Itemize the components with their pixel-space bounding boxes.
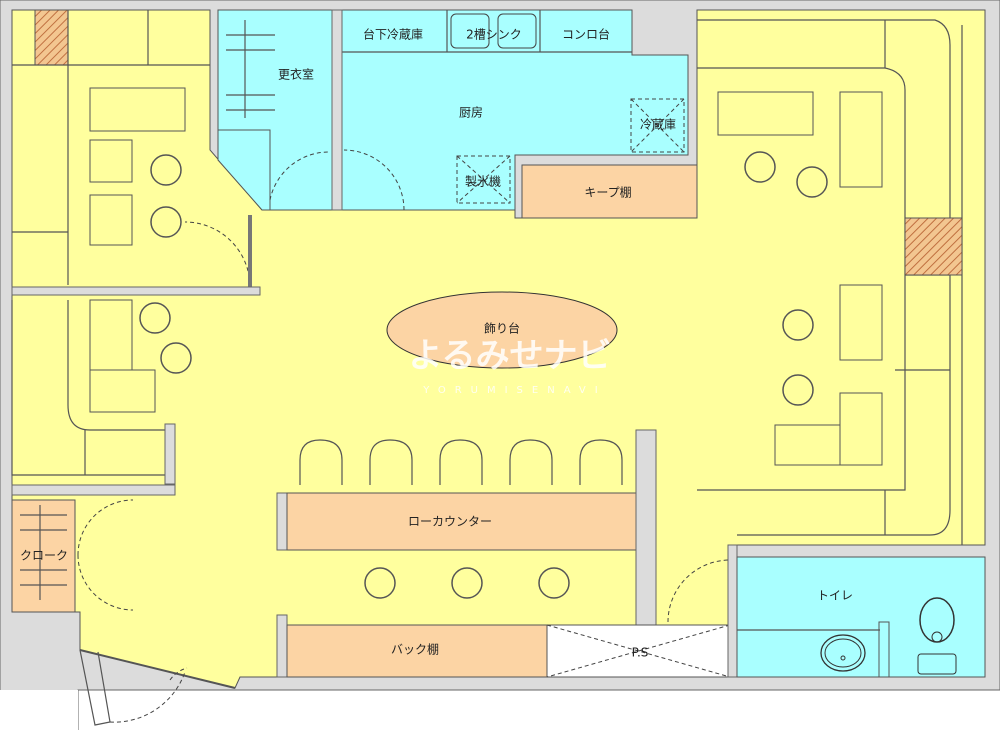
keep-shelf-label: キープ棚 bbox=[584, 185, 631, 200]
left-top-booth bbox=[11, 9, 261, 296]
fridge-label: 冷蔵庫 bbox=[640, 118, 676, 132]
watermark-logo: よるみせナビ YORUMISENAVI bbox=[409, 336, 612, 396]
low-counter: ローカウンター bbox=[276, 429, 657, 626]
left-middle-booth bbox=[11, 299, 192, 496]
pipe-space: P.S bbox=[546, 624, 731, 678]
toilet-label: トイレ bbox=[817, 589, 853, 603]
keep-shelf: キープ棚 bbox=[521, 164, 698, 219]
display-table-label: 飾り台 bbox=[484, 321, 520, 336]
under-fridge-label: 台下冷蔵庫 bbox=[363, 27, 423, 42]
right-booth bbox=[697, 19, 963, 545]
toilet-room: トイレ bbox=[667, 544, 986, 678]
back-shelf-label: バック棚 bbox=[391, 642, 439, 657]
stove-label: コンロ台 bbox=[562, 27, 610, 42]
watermark-text: よるみせナビ bbox=[409, 336, 612, 376]
changing-room-label: 更衣室 bbox=[278, 67, 314, 82]
entrance-doors bbox=[79, 649, 236, 726]
ps-label: P.S bbox=[632, 646, 649, 660]
kitchen-label: 厨房 bbox=[459, 105, 483, 120]
watermark-subtext: YORUMISENAVI bbox=[422, 385, 606, 396]
counter-stools bbox=[299, 439, 623, 599]
cloak-label: クローク bbox=[20, 549, 68, 563]
low-counter-label: ローカウンター bbox=[408, 515, 492, 529]
display-table: 飾り台 bbox=[386, 291, 618, 369]
cloak-room: クローク bbox=[11, 499, 134, 613]
changing-room: 更衣室 bbox=[217, 9, 333, 211]
back-shelf: バック棚 bbox=[276, 614, 548, 678]
sink-label: 2槽シンク bbox=[466, 28, 522, 42]
kitchen: 台下冷蔵庫 2槽シンク コンロ台 厨房 冷蔵庫 製氷機 bbox=[331, 9, 689, 211]
ice-machine-label: 製氷機 bbox=[465, 174, 501, 189]
